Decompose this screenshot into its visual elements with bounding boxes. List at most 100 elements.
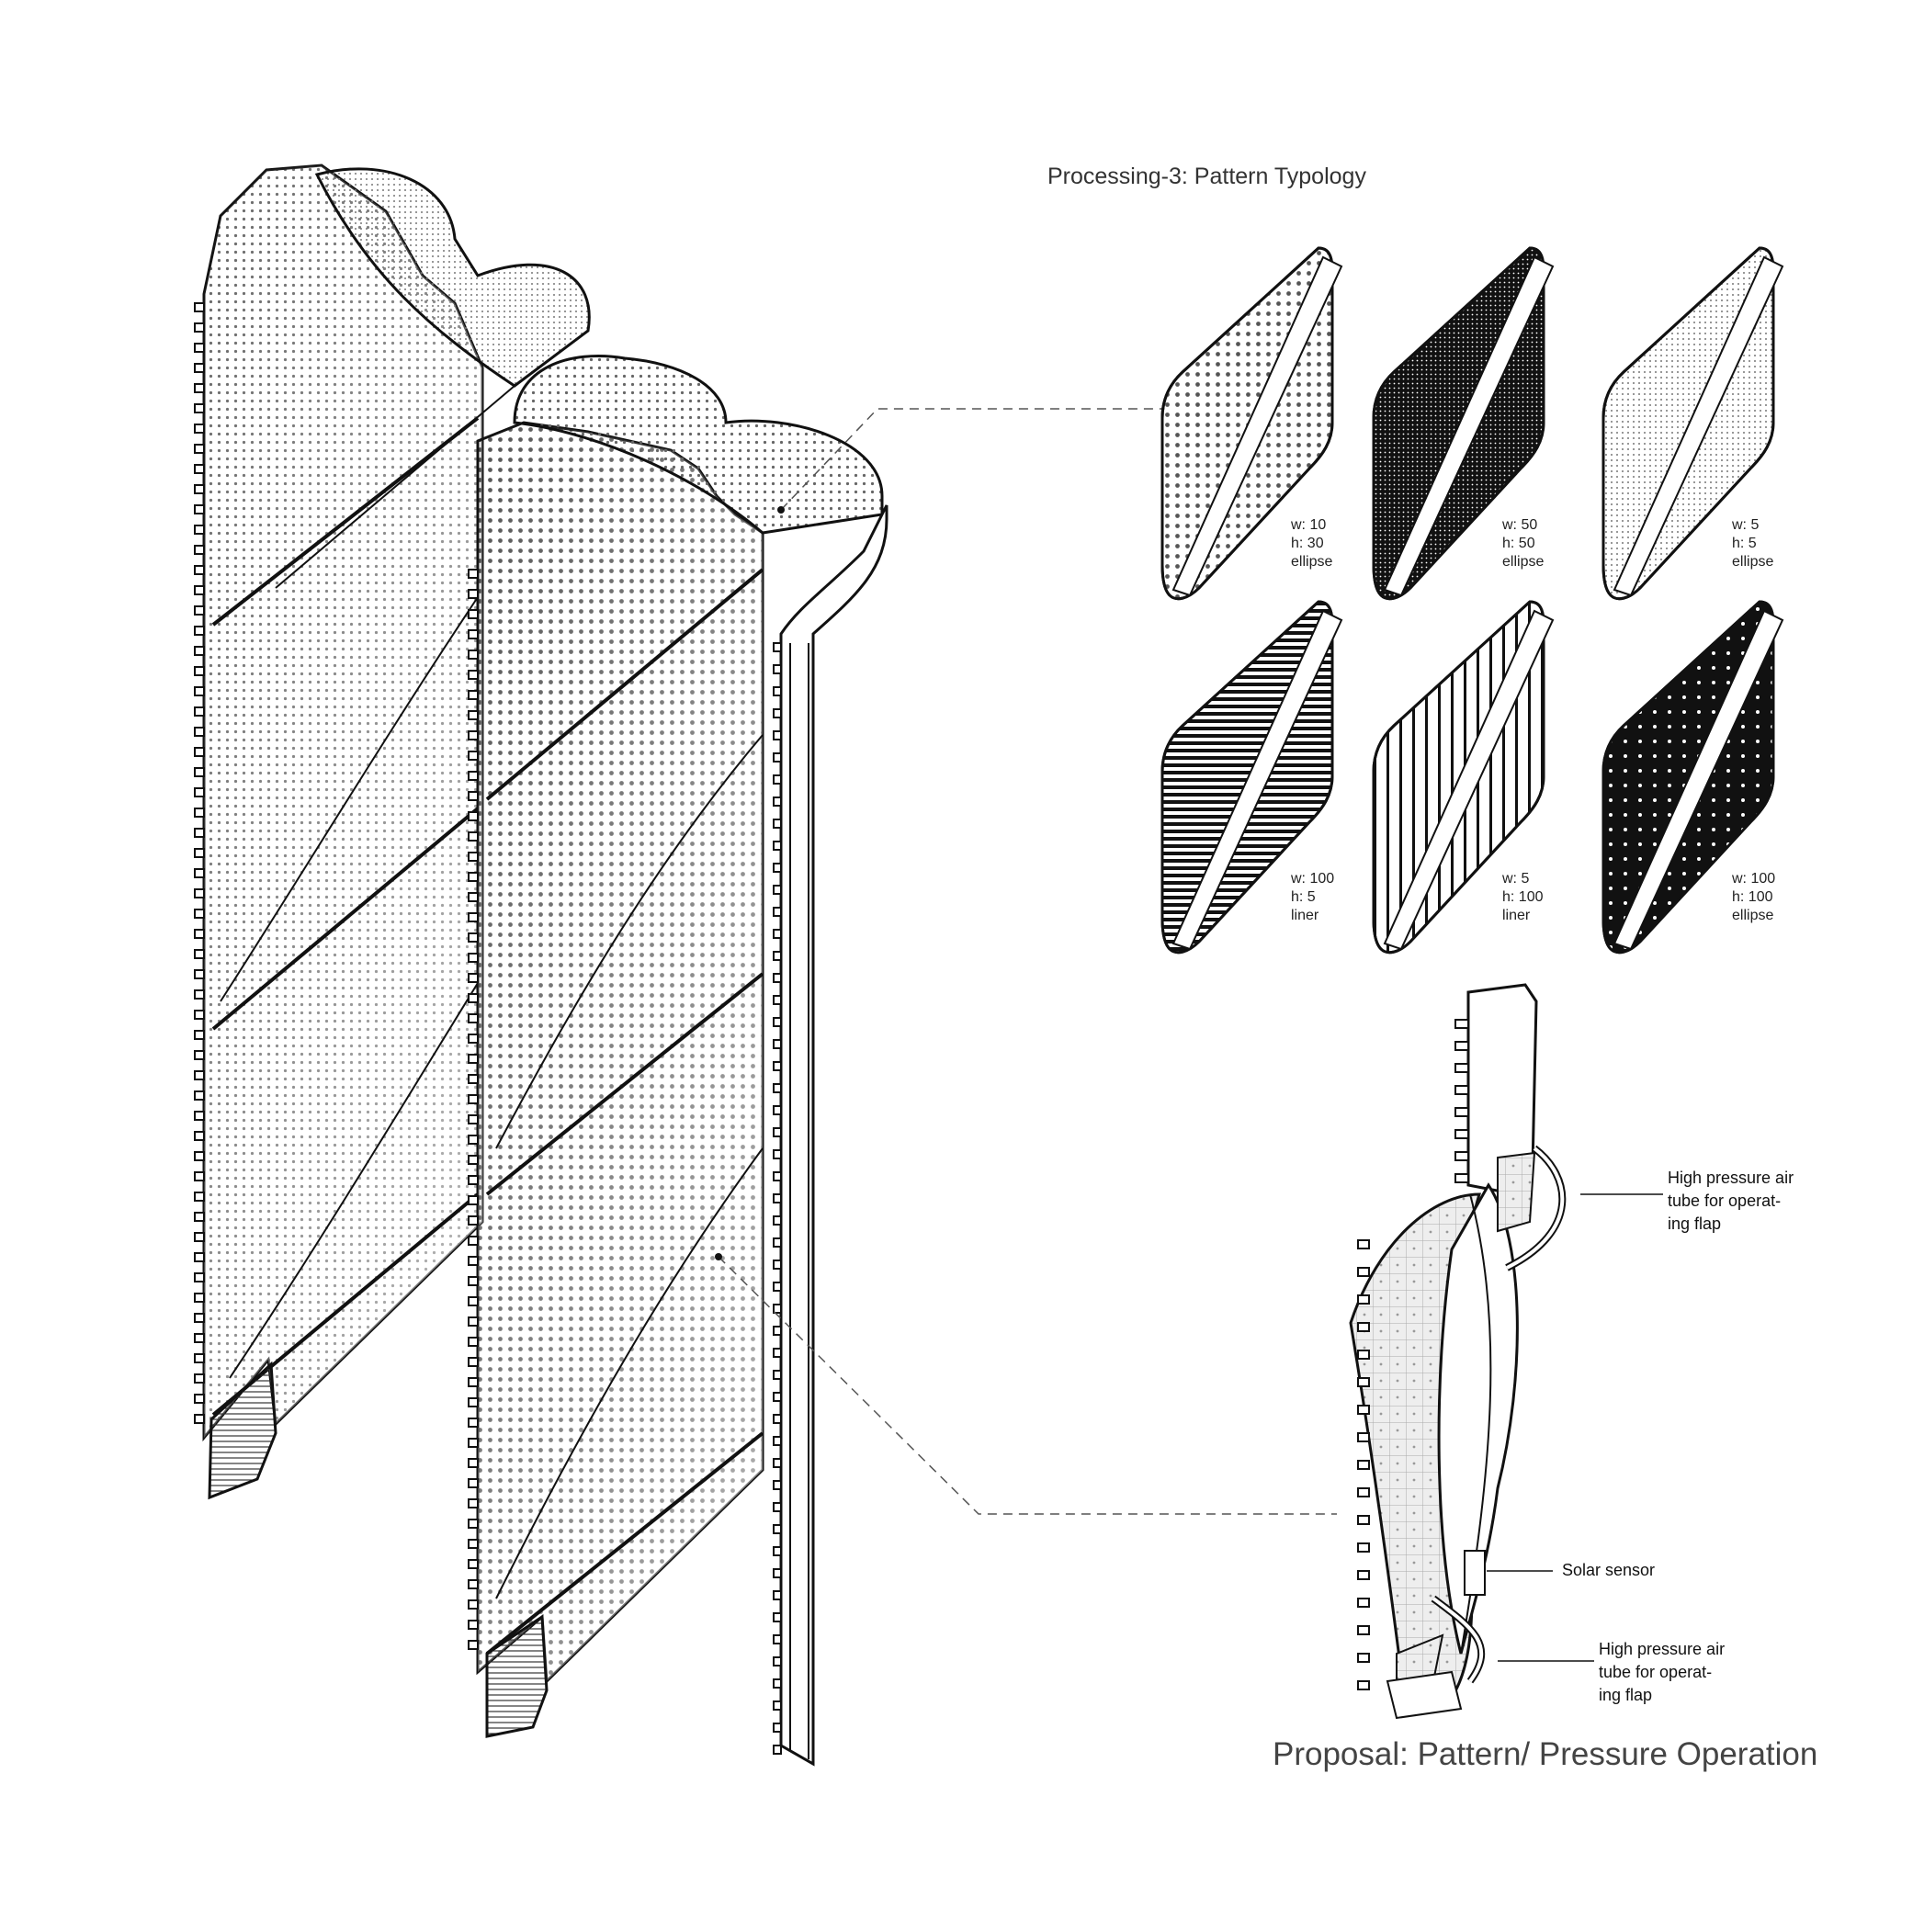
edge-tooth (773, 686, 782, 696)
edge-tooth (1357, 1680, 1370, 1690)
pattern-typology-title: Processing-3: Pattern Typology (1047, 164, 1366, 189)
tile-param-type: ellipse (1291, 554, 1333, 570)
edge-tooth (468, 629, 479, 639)
edge-tooth (194, 808, 205, 818)
edge-tooth (194, 1252, 205, 1262)
edge-tooth (773, 995, 782, 1005)
edge-tooth (468, 1054, 479, 1064)
edge-tooth (468, 1013, 479, 1023)
edge-tooth (194, 424, 205, 434)
pattern-tile (1372, 246, 1555, 601)
tile-param-type: liner (1291, 908, 1319, 923)
edge-tooth (194, 545, 205, 555)
tile-param-h: h: 5 (1732, 536, 1757, 551)
edge-tooth (773, 1282, 782, 1292)
edge-tooth (468, 650, 479, 660)
edge-tooth (773, 1524, 782, 1534)
edge-tooth (773, 1039, 782, 1049)
edge-tooth (468, 1276, 479, 1286)
edge-tooth (1454, 1019, 1469, 1029)
edge-tooth (468, 589, 479, 599)
edge-tooth (468, 1357, 479, 1367)
edge-tooth (773, 1149, 782, 1159)
edge-tooth (194, 1090, 205, 1101)
edge-tooth (194, 626, 205, 636)
edge-tooth (194, 1070, 205, 1080)
edge-tooth (194, 1050, 205, 1060)
edge-tooth (468, 1559, 479, 1569)
edge-tooth (773, 819, 782, 829)
edge-tooth (468, 1316, 479, 1327)
facade-panel-right (468, 355, 888, 1767)
edge-tooth (773, 1458, 782, 1468)
proposal-title: Proposal: Pattern/ Pressure Operation (1273, 1736, 1818, 1772)
edge-tooth (773, 1568, 782, 1578)
edge-tooth (773, 1436, 782, 1446)
tile-param-w: w: 5 (1732, 517, 1760, 533)
edge-tooth (773, 1304, 782, 1314)
edge-tooth (468, 1620, 479, 1630)
edge-tooth (468, 993, 479, 1003)
edge-tooth (1454, 1129, 1469, 1139)
edge-tooth (468, 710, 479, 720)
edge-tooth (468, 1539, 479, 1549)
edge-tooth (773, 664, 782, 674)
edge-tooth (468, 1337, 479, 1347)
edge-tooth (194, 969, 205, 979)
edge-tooth (468, 1236, 479, 1246)
callout-line: tube for operat- (1668, 1192, 1782, 1210)
edge-tooth (468, 1498, 479, 1508)
tile-param-h: h: 100 (1502, 889, 1544, 905)
edge-tooth (468, 1296, 479, 1306)
edge-tooth (468, 953, 479, 963)
pattern-tile (1601, 600, 1784, 955)
edge-tooth (773, 1083, 782, 1093)
callout-line: High pressure air (1668, 1169, 1794, 1187)
edge-tooth (468, 1114, 479, 1124)
edge-tooth (468, 1397, 479, 1407)
air-tube-top-callout: High pressure air tube for operat- ing f… (1668, 1167, 1794, 1236)
edge-tooth (468, 1458, 479, 1468)
callout-line: Solar sensor (1562, 1561, 1656, 1579)
edge-tooth (773, 863, 782, 873)
edge-tooth (773, 730, 782, 740)
edge-tooth (468, 670, 479, 680)
edge-tooth (773, 1678, 782, 1689)
edge-tooth (468, 791, 479, 801)
edge-tooth (468, 1377, 479, 1387)
edge-tooth (194, 767, 205, 777)
edge-tooth (194, 1212, 205, 1222)
edge-tooth (773, 1370, 782, 1380)
edge-tooth (194, 646, 205, 656)
edge-tooth (773, 1105, 782, 1115)
edge-tooth (194, 868, 205, 878)
tile-param-w: w: 10 (1291, 517, 1327, 533)
edge-tooth (194, 848, 205, 858)
edge-tooth (773, 1392, 782, 1402)
edge-tooth (194, 1192, 205, 1202)
edge-tooth (194, 989, 205, 1000)
edge-tooth (194, 1131, 205, 1141)
edge-tooth (773, 752, 782, 763)
edge-tooth (468, 1599, 479, 1610)
edge-tooth (773, 1017, 782, 1027)
edge-tooth (468, 811, 479, 821)
edge-tooth (468, 690, 479, 700)
edge-tooth (1357, 1267, 1370, 1277)
edge-tooth (1357, 1653, 1370, 1663)
edge-tooth (468, 751, 479, 761)
edge-tooth (468, 1094, 479, 1104)
edge-tooth (773, 1480, 782, 1490)
edge-tooth (194, 909, 205, 919)
edge-tooth (194, 1151, 205, 1161)
pattern-tile (1160, 246, 1343, 601)
edge-tooth (773, 973, 782, 983)
edge-tooth (773, 1612, 782, 1622)
edge-tooth (468, 912, 479, 922)
edge-tooth (773, 1348, 782, 1358)
